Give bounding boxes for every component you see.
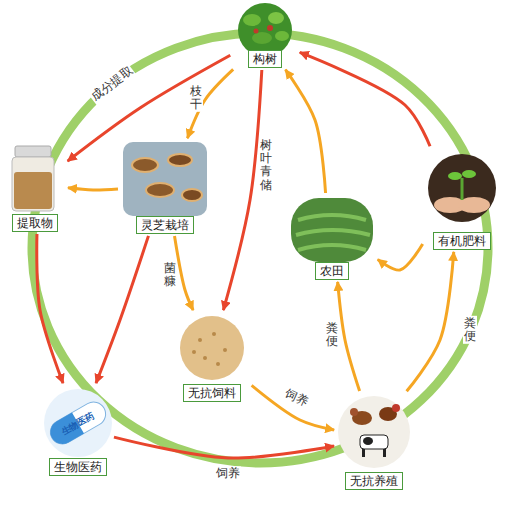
flow-arrow xyxy=(338,282,360,391)
flow-arrow xyxy=(68,188,118,190)
feed-picture xyxy=(180,316,244,380)
fertilizer-node: 有机肥料 xyxy=(424,148,500,250)
cycle-ring xyxy=(32,33,488,463)
edge-label: 饲养 xyxy=(281,386,311,411)
flow-arrow xyxy=(285,70,325,193)
flow-arrow xyxy=(68,55,231,161)
node-label: 灵芝栽培 xyxy=(136,216,194,234)
node-text: 灵芝栽培 xyxy=(141,218,189,232)
node-label: 构树 xyxy=(248,50,282,68)
farmland-node: 农田 xyxy=(288,195,376,280)
node-label: 无抗养殖 xyxy=(345,472,403,490)
flow-arrow xyxy=(378,244,423,270)
node-text: 构树 xyxy=(253,52,277,66)
node-label: 提取物 xyxy=(12,214,58,232)
extract-node: 提取物 xyxy=(4,138,66,232)
node-text: 无抗饲料 xyxy=(188,386,236,400)
fertilizer-picture xyxy=(428,154,496,222)
node-label: 农田 xyxy=(315,262,349,280)
edge-label: 粪便 xyxy=(325,321,339,349)
lingzhi-node: 灵芝栽培 xyxy=(120,140,210,234)
edge-label: 菌糠 xyxy=(163,261,177,289)
node-label: 生物医药 xyxy=(49,458,107,476)
edge-label: 成分提取 xyxy=(88,63,137,106)
lingzhi-picture xyxy=(123,142,207,216)
mulberry-picture xyxy=(238,3,292,57)
flow-arrow xyxy=(175,236,194,310)
node-text: 生物医药 xyxy=(54,460,102,474)
flow-arrow xyxy=(407,252,454,391)
extract-jar xyxy=(12,146,54,211)
flow-arrow xyxy=(37,234,63,383)
edge-label: 粪便 xyxy=(463,316,477,344)
flow-arrow xyxy=(300,52,430,146)
flow-arrow xyxy=(223,70,261,310)
node-text: 提取物 xyxy=(17,216,53,230)
medicine-picture xyxy=(44,389,112,457)
mulberry-node: 构树 xyxy=(232,2,298,68)
feed-node: 无抗饲料 xyxy=(174,312,250,402)
edge-label: 枝干 xyxy=(189,84,203,112)
farmland-picture xyxy=(291,198,373,262)
flow-arrow xyxy=(252,385,334,430)
edge-label: 饲养 xyxy=(215,466,241,481)
flow-arrow xyxy=(187,69,233,138)
node-text: 农田 xyxy=(320,264,344,278)
livestock-node: 无抗养殖 xyxy=(336,393,412,490)
node-label: 无抗饲料 xyxy=(183,384,241,402)
node-text: 无抗养殖 xyxy=(350,474,398,488)
edge-label: 树叶青储 xyxy=(259,138,273,193)
node-text: 有机肥料 xyxy=(438,234,486,248)
flow-arrow xyxy=(96,236,148,383)
livestock-picture xyxy=(338,396,410,468)
node-label: 有机肥料 xyxy=(433,232,491,250)
flow-arrow xyxy=(114,437,334,458)
capsule-text: 生物医药 xyxy=(59,409,97,438)
